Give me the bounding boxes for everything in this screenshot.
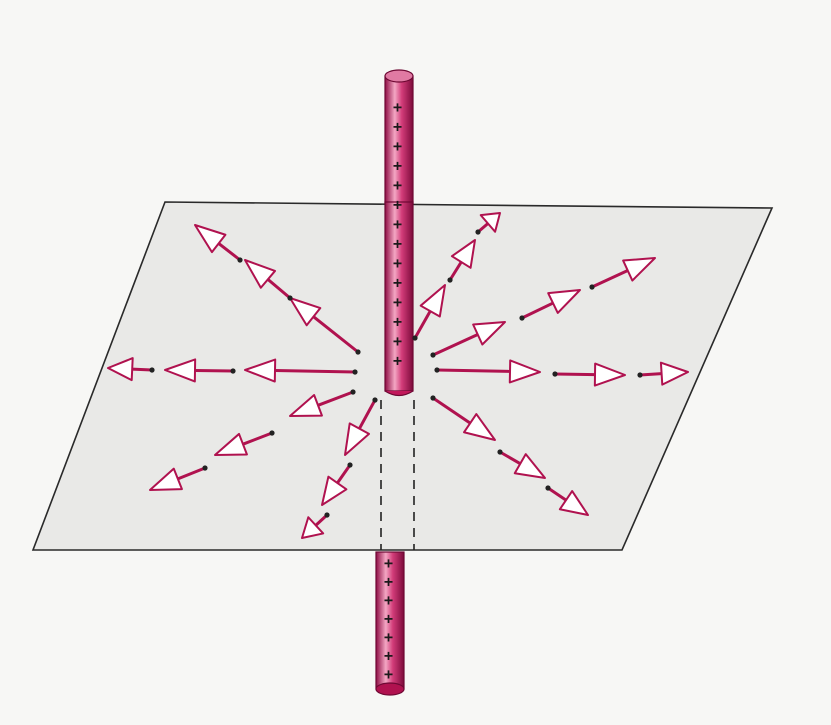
charge-plus: + xyxy=(393,176,402,194)
field-line-origin-dot xyxy=(430,395,435,400)
field-line-origin-dot xyxy=(347,462,352,467)
field-line-origin-dot xyxy=(545,485,550,490)
field-line-origin-dot xyxy=(324,512,329,517)
charge-plus: + xyxy=(393,352,402,370)
charge-plus: + xyxy=(393,215,402,233)
field-line-origin-dot xyxy=(202,465,207,470)
charge-plus: + xyxy=(393,137,402,155)
charge-plus: + xyxy=(393,274,402,292)
charge-plus: + xyxy=(393,157,402,175)
field-line-origin-dot xyxy=(430,352,435,357)
charge-plus: + xyxy=(384,554,393,572)
field-line-origin-dot xyxy=(230,368,235,373)
field-line-shaft xyxy=(437,370,510,371)
field-line-origin-dot xyxy=(434,367,439,372)
field-line-shaft xyxy=(640,374,662,375)
field-line-origin-dot xyxy=(355,349,360,354)
field-line-origin-dot xyxy=(519,315,524,320)
charge-plus: + xyxy=(393,254,402,272)
field-line-shaft xyxy=(275,371,355,372)
field-line-origin-dot xyxy=(497,449,502,454)
field-line-origin-dot xyxy=(149,367,154,372)
charge-plus: + xyxy=(393,235,402,253)
charge-plus: + xyxy=(384,591,393,609)
field-line-origin-dot xyxy=(372,397,377,402)
charge-plus: + xyxy=(393,118,402,136)
field-line-shaft xyxy=(132,369,152,370)
field-line-origin-dot xyxy=(287,295,292,300)
field-line-origin-dot xyxy=(237,257,242,262)
charge-plus: + xyxy=(384,628,393,646)
charge-plus: + xyxy=(384,665,393,683)
rod-lower: +++++++ xyxy=(376,552,404,695)
charge-plus: + xyxy=(393,196,402,214)
charge-plus: + xyxy=(384,610,393,628)
field-line-origin-dot xyxy=(637,372,642,377)
field-line-origin-dot xyxy=(447,277,452,282)
field-line-origin-dot xyxy=(412,335,417,340)
field-line-origin-dot xyxy=(350,389,355,394)
charge-plus: + xyxy=(393,332,402,350)
charge-plus: + xyxy=(384,647,393,665)
charge-plus: + xyxy=(393,293,402,311)
field-line-origin-dot xyxy=(269,430,274,435)
field-line-origin-dot xyxy=(589,284,594,289)
field-line-origin-dot xyxy=(552,371,557,376)
field-line-shaft xyxy=(195,370,233,371)
field-line-shaft xyxy=(555,374,595,375)
field-line-origin-dot xyxy=(352,369,357,374)
charge-plus: + xyxy=(393,313,402,331)
rod-lower-charges: +++++++ xyxy=(384,554,393,683)
field-line-origin-dot xyxy=(475,229,480,234)
rod-charges-front: ++++++++++++++ xyxy=(393,98,402,370)
charge-plus: + xyxy=(384,573,393,591)
charge-plus: + xyxy=(393,98,402,116)
